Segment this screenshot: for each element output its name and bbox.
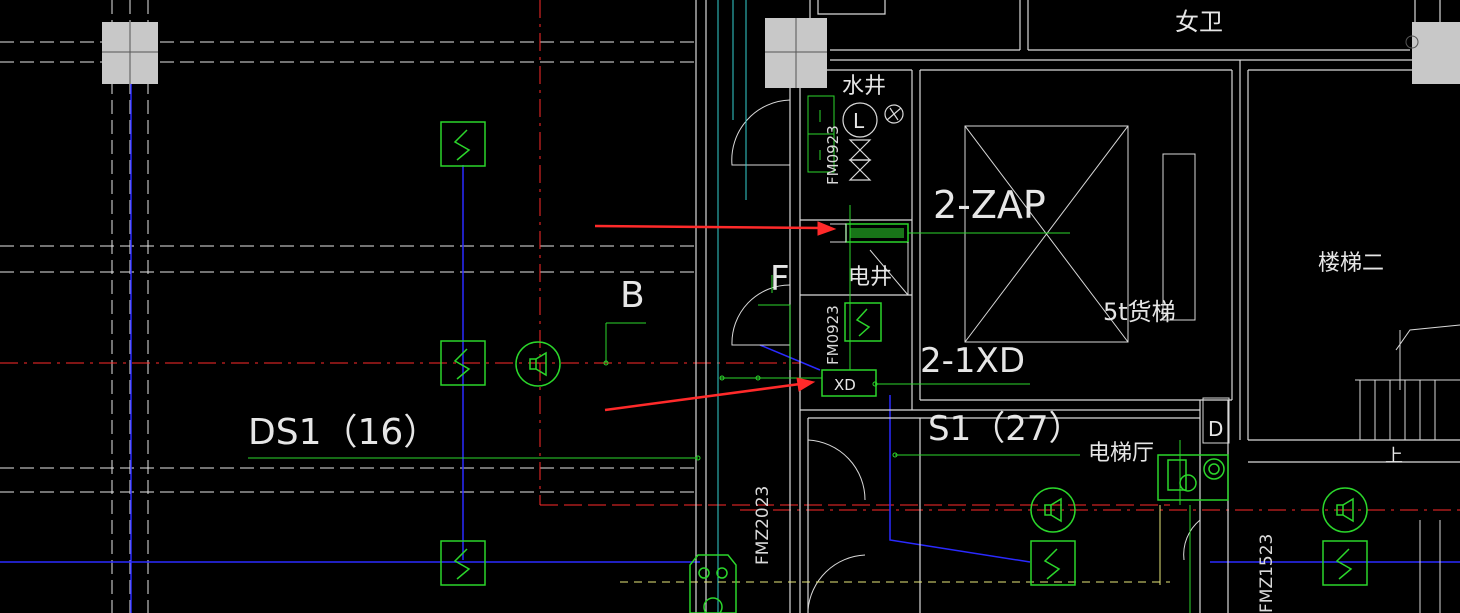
room-label-electric-shaft: 电井 — [848, 265, 892, 290]
level-meter-label: L — [853, 109, 865, 133]
panel-label-zap: 2-ZAP — [933, 183, 1046, 227]
blue-pipes — [0, 60, 1460, 613]
axis-lines — [0, 0, 1460, 511]
arrow-icon — [594, 221, 837, 412]
zap-panel — [830, 223, 909, 296]
column-icon — [102, 18, 1460, 88]
stair-two — [1355, 324, 1460, 613]
room-label-freight-elevator: 5t货梯 — [1103, 298, 1176, 326]
circuit-label-s1: S1（27） — [928, 409, 1082, 449]
valve-icon — [848, 104, 904, 181]
smoke-detector-icon — [440, 121, 1368, 586]
room-label-stair-two: 楼梯二 — [1318, 251, 1384, 276]
room-label-elevator-hall: 电梯厅 — [1088, 441, 1154, 466]
door-swings — [731, 99, 1201, 611]
xd-box-label: XD — [834, 376, 856, 394]
panel-label-xd: 2-1XD — [920, 341, 1025, 381]
room-label-womens-toilet: 女卫 — [1175, 8, 1223, 36]
stair-up-label: 上 — [1385, 446, 1403, 467]
riser-d-label: D — [1208, 417, 1223, 441]
grid-lines — [0, 0, 700, 613]
xd-box — [821, 369, 877, 397]
door-label-fmz2023: FMZ2023 — [753, 486, 773, 565]
cyan-lines — [717, 0, 747, 613]
freight-elevator — [964, 125, 1196, 343]
room-label-water-shaft: 水井 — [842, 74, 886, 99]
grid-label-f: F — [770, 259, 790, 299]
door-label-fmz1523: FMZ1523 — [1257, 534, 1277, 613]
walls — [695, 0, 1460, 613]
speaker-icon — [515, 341, 1368, 533]
grid-label-b: B — [620, 275, 645, 316]
door-label-fm0923-upper: FM0923 — [824, 125, 842, 185]
fire-hydrant-icon — [689, 454, 1229, 613]
circuit-label-ds1: DS1（16） — [248, 412, 439, 453]
door-label-fm0923-lower: FM0923 — [824, 305, 842, 365]
level-meter-icon — [842, 102, 878, 138]
